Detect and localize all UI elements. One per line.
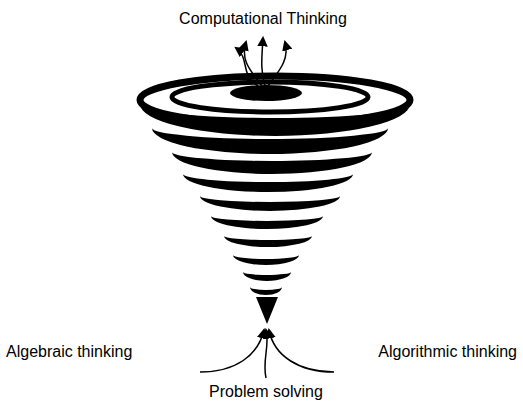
converging-arrows [200, 330, 334, 378]
funnel-bands [140, 104, 410, 324]
swirl-rim [172, 82, 368, 112]
concept-label: Problem solving [209, 382, 323, 401]
concept-label: Algorithmic thinking [378, 342, 517, 361]
concept-label: Algebraic thinking [6, 342, 132, 361]
swirl-eye [230, 85, 302, 101]
concept-label: Computational Thinking [179, 9, 347, 28]
rising-arrows [236, 38, 286, 86]
